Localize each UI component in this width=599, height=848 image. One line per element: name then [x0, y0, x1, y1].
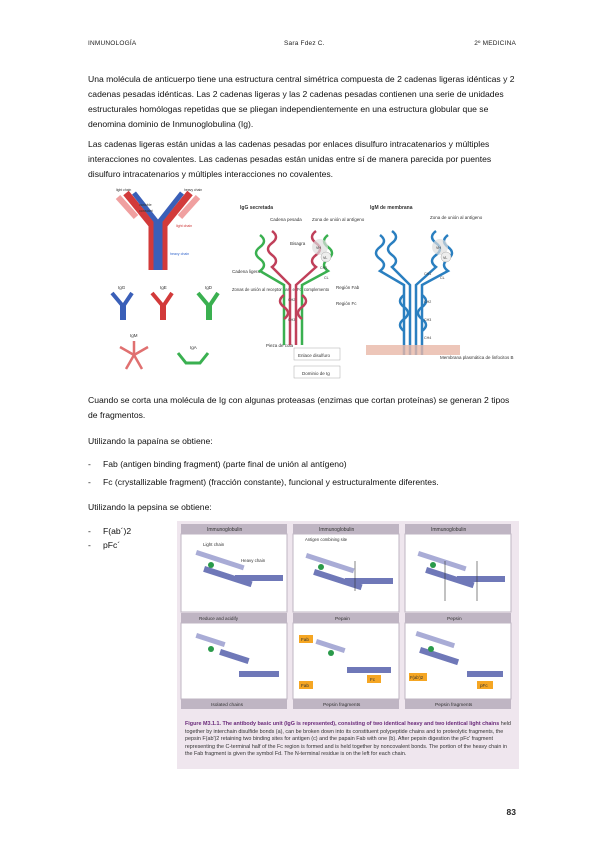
col1-footer: Isolated chains [211, 702, 244, 708]
column-reduce: Immunoglobulin Light chain Heavy chain R… [180, 524, 288, 709]
antibody-y-diagram: variable constant light chain heavy chai… [115, 188, 202, 270]
col3-footer: Pepsin fragments [435, 702, 473, 708]
label-heavy-chain-top: heavy chain [184, 188, 202, 192]
col2-fab-top: Fab [301, 637, 309, 642]
proteolysis-figure: Immunoglobulin Light chain Heavy chain R… [177, 521, 519, 769]
domain-ch2-b: CH2 [424, 300, 431, 304]
label-region-fc: Región Fc [336, 301, 357, 306]
label-variable: variable [139, 203, 152, 207]
domain-ch3-a: CH3 [288, 318, 295, 322]
domain-vl-b: VL [443, 256, 447, 260]
label-enlace: Enlace disulfuro [298, 353, 331, 358]
col1-reduce: Reduce and acidify [199, 616, 239, 621]
antibody-structure-figure: variable constant light chain heavy chai… [110, 188, 514, 379]
label-light-chain-top: light chain [116, 188, 131, 192]
col1-header: Immunoglobulin [207, 527, 243, 533]
column-papain: Immunoglobulin Antigen combining site Pe… [292, 524, 400, 709]
pepsina-label: Utilizando la pepsina se obtiene: [88, 502, 212, 512]
header-course: 2º MEDICINA [474, 40, 516, 47]
domain-ch4-b: CH4 [424, 336, 431, 340]
col3-fab2: F(ab')2 [410, 675, 424, 680]
col3-pepsin: Pepsin [447, 616, 462, 622]
col2-papain: Pepain [335, 616, 350, 622]
page-number: 83 [506, 807, 516, 817]
paragraph-structure: Una molécula de anticuerpo tiene una est… [88, 74, 515, 129]
header-subject: INMUNOLOGÍA [88, 40, 137, 47]
label-bisagra: Bisagra [290, 241, 306, 246]
proteolysis-diagram: Immunoglobulin Light chain Heavy chain R… [180, 524, 512, 709]
label-cadena-pesada: Cadena pesada [270, 217, 302, 222]
paragraph-fragments: Cuando se corta una molécula de Ig con a… [88, 395, 510, 420]
figure-caption: Figure M3.1.1. The antibody basic unit (… [185, 721, 513, 759]
label-region-fab: Región Fab [336, 285, 360, 290]
label-zona-union-b: Zona de unión al antígeno [430, 215, 483, 220]
domain-vl-a: VL [323, 256, 327, 260]
panel-igm-membrana: IgM de membrana Zona de unión al antígen… [366, 205, 514, 360]
caption-title: Figure M3.1.1. The antibody basic unit (… [185, 721, 500, 727]
label-heavy-chain: heavy chain [170, 252, 189, 256]
column-pepsin: Immunoglobulin Pepsin F(ab')2 pFc Pepsin… [404, 524, 512, 709]
isotype-igd: IgD [205, 285, 213, 290]
header-author: Sara Fdez C. [284, 40, 325, 47]
papaina-item-fc-text: Fc (crystallizable fragment) (fracción c… [103, 477, 439, 487]
domain-ch1-a: CH1 [320, 266, 327, 270]
pepsina-item-fab2-text: F(ab´)2 [103, 526, 132, 536]
domain-ch2-a: CH2 [288, 298, 295, 302]
papaina-label: Utilizando la papaína se obtiene: [88, 436, 213, 446]
domain-cl-b: CL [440, 276, 445, 280]
label-zonas-receptor: Zonas de unión al receptor para el Fc/ c… [232, 287, 330, 292]
domain-cl-a: CL [324, 276, 329, 280]
col1-light-chain: Light chain [203, 542, 225, 547]
col2-footer: Pepsin fragments [323, 702, 361, 708]
label-pieza-cola: Pieza de cola [266, 343, 294, 348]
col2-header: Immunoglobulin [319, 527, 355, 533]
paragraph-bonds: Las cadenas ligeras están unidas a las c… [88, 139, 492, 179]
pepsina-item-pfc-text: pFc´ [103, 540, 121, 550]
panel-igg-secretada: IgG secretada Cadena pesada Zona de unió… [232, 205, 365, 379]
label-dominio: Dominio de Ig [302, 371, 330, 376]
caption-body: held together by interchain disulfide bo… [185, 721, 511, 758]
col2-fab-bottom: Fab [301, 683, 309, 688]
panel-a-title: IgG secretada [240, 205, 273, 211]
domain-ch1-b: CH1 [424, 272, 431, 276]
papaina-item-fab-text: Fab (antigen binding fragment) (parte fi… [103, 459, 347, 469]
isotype-igm: IgM [130, 333, 138, 338]
label-light-chain: light chain [176, 224, 192, 228]
col3-pfc: pFc [480, 683, 488, 688]
label-cadena-ligera: Cadena ligera [232, 269, 261, 274]
domain-vh-b: VH [436, 246, 441, 250]
col3-header: Immunoglobulin [431, 527, 467, 533]
isotype-icons: IgG IgE IgD IgM IgA [110, 285, 220, 370]
domain-ch3-b: CH3 [424, 318, 431, 322]
col1-heavy-chain: Heavy chain [241, 558, 266, 563]
col2-antigen-site: Antigen combining site [305, 537, 348, 542]
label-membrana-line: Membrana plasmática de linfocitos B [440, 355, 514, 360]
label-zona-union-a: Zona de unión al antígeno [312, 217, 365, 222]
col2-fc: Fc [370, 677, 376, 682]
domain-vh-a: VH [316, 246, 321, 250]
isotype-ige: IgE [160, 285, 167, 290]
panel-b-title: IgM de membrana [370, 205, 413, 211]
label-constant: constant [139, 209, 153, 213]
isotype-igg: IgG [118, 285, 126, 290]
isotype-iga: IgA [190, 345, 197, 350]
